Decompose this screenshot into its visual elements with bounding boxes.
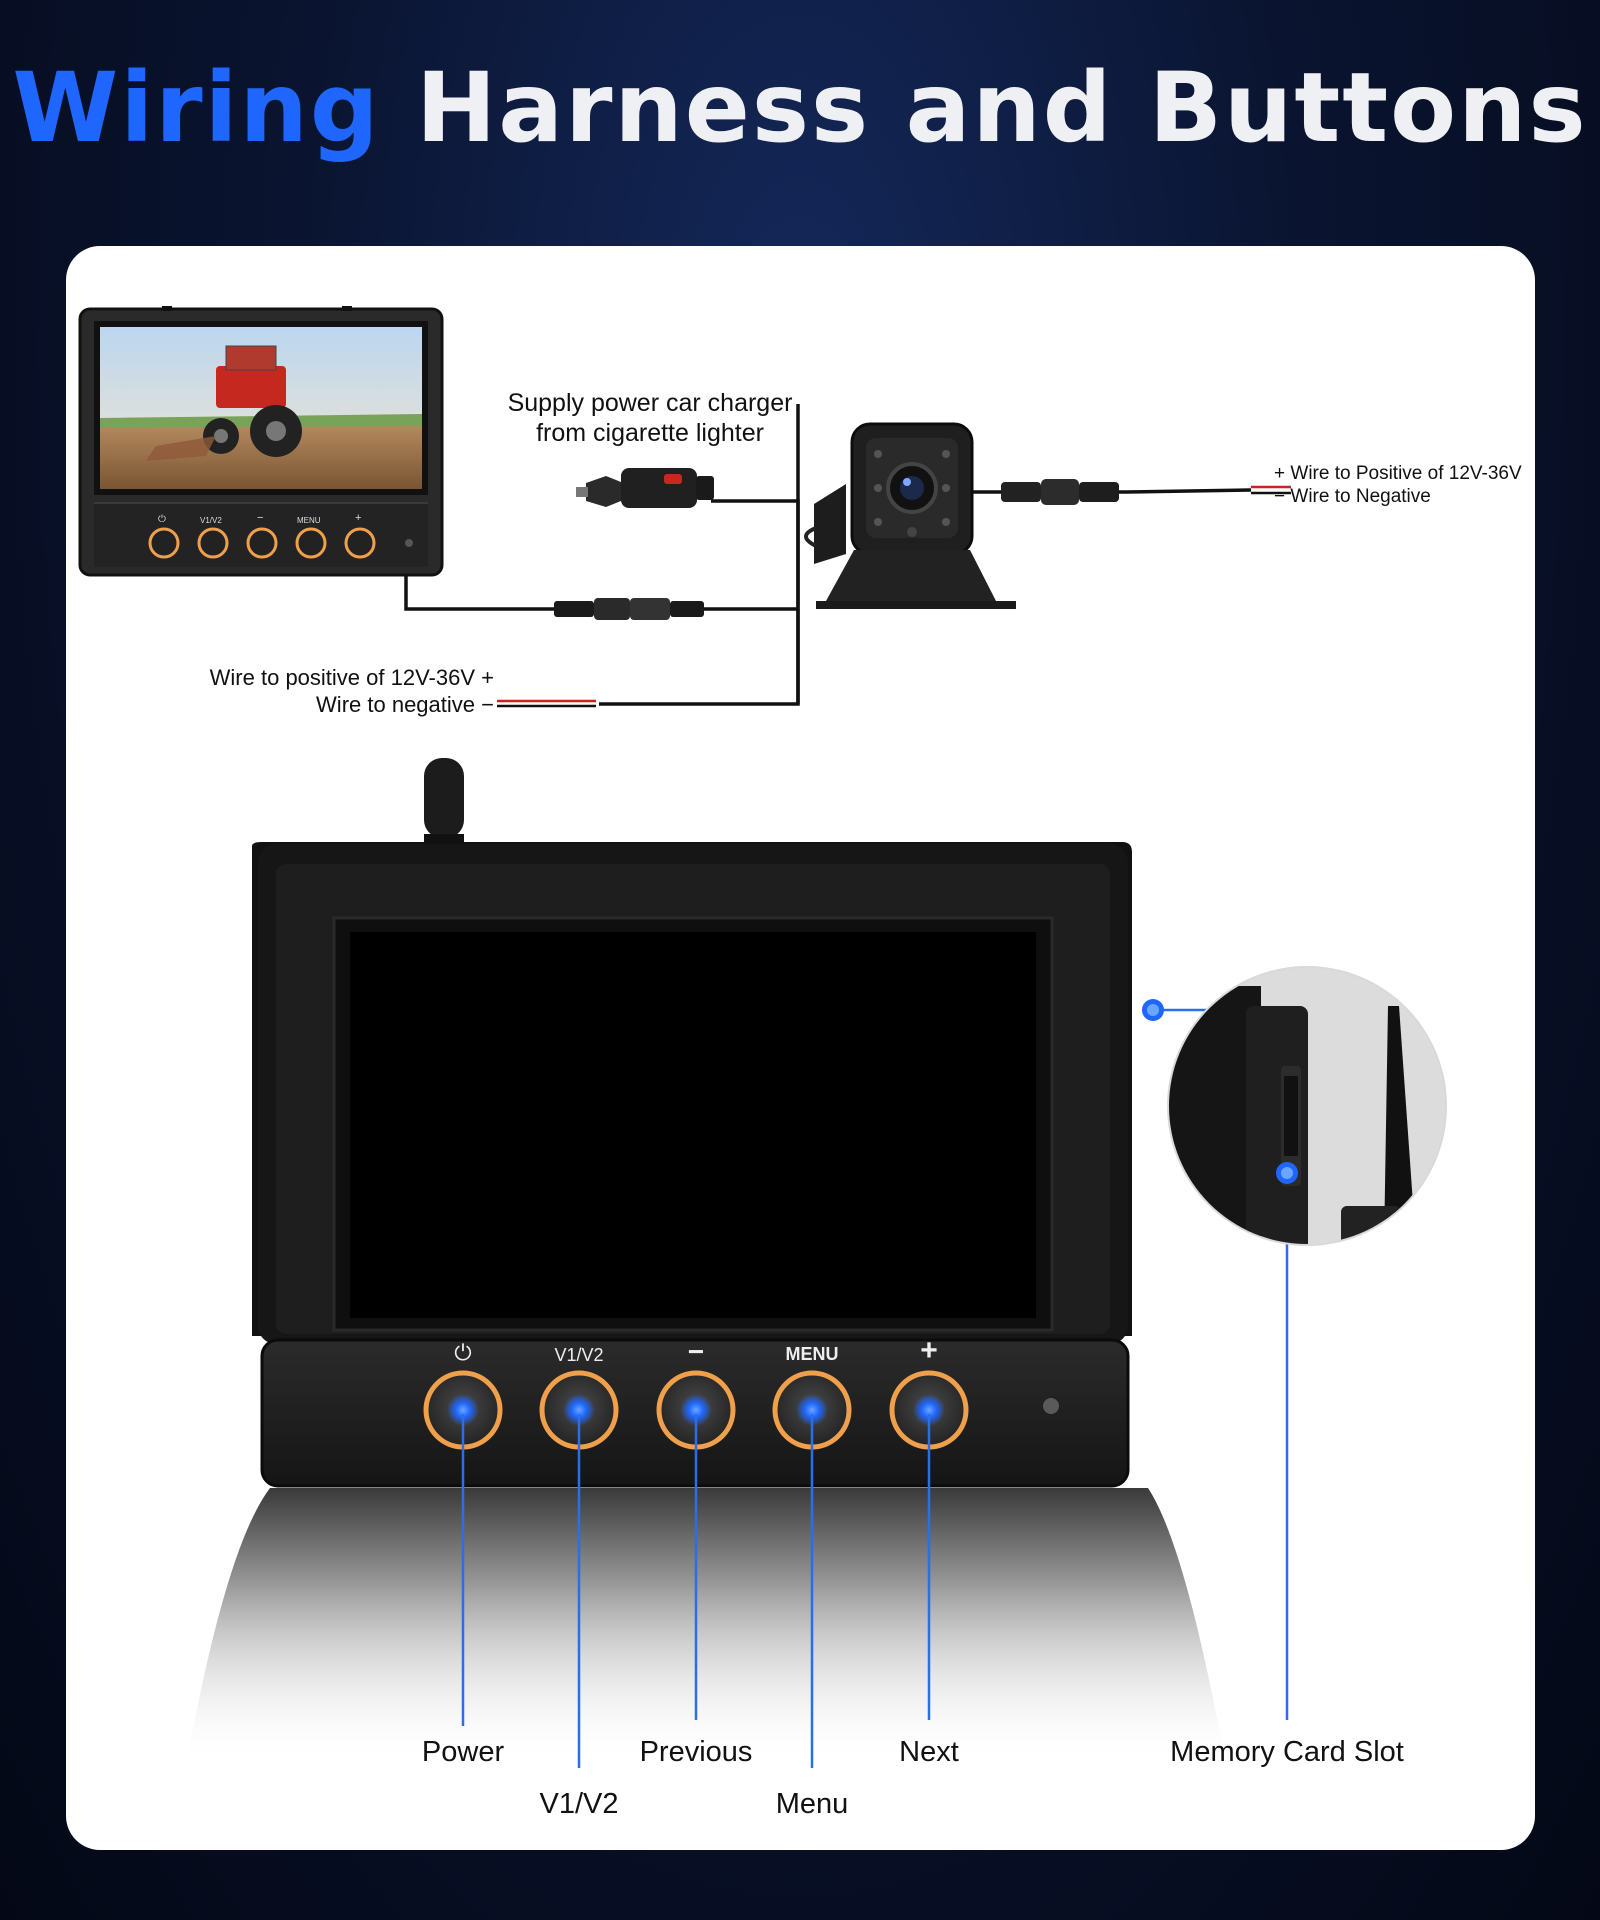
callout-menu: Menu [775, 1788, 849, 1820]
plus-sign: + [1274, 463, 1286, 484]
memory-card-inset [1142, 966, 1447, 1246]
diagram-graphics [78, 306, 1447, 1768]
button-mark-plus: + [920, 1334, 938, 1367]
monitor-positive-label: Wire to positive of 12V-36V [209, 665, 476, 690]
backup-camera [804, 422, 1016, 609]
charger-label-line2: from cigarette lighter [536, 419, 764, 447]
plus-sign: + [481, 665, 494, 690]
button-mark-power: ⏻ [454, 1341, 472, 1366]
inline-connector [554, 598, 704, 620]
monitor-wire-labels: Wire to positive of 12V-36V + Wire to ne… [146, 664, 494, 718]
cigarette-charger [576, 468, 714, 508]
diagram-card: Supply power car charger from cigarette … [66, 246, 1535, 1850]
title-rest: Harness and Buttons [380, 52, 1588, 164]
minus-sign: − [1274, 486, 1286, 507]
small-button-mark-v1v2: V1/V2 [200, 516, 222, 525]
callout-lines [461, 1008, 1289, 1768]
camera-positive-label: Wire to Positive of 12V-36V [1290, 463, 1522, 484]
button-mark-minus: − [687, 1336, 705, 1367]
minus-sign: − [481, 692, 494, 717]
callout-next: Next [899, 1736, 959, 1768]
small-button-mark-menu: MENU [297, 516, 321, 525]
monitor-negative-label: Wire to negative [316, 692, 476, 717]
callout-v1v2: V1/V2 [539, 1788, 619, 1820]
monitor-image [186, 758, 1226, 1766]
camera-wire-labels: + Wire to Positive of 12V-36V − Wire to … [1274, 462, 1522, 508]
small-button-mark-power: ⏻ [158, 514, 166, 525]
callout-memory-card-slot: Memory Card Slot [1170, 1736, 1404, 1768]
charger-label-line1: Supply power car charger [507, 389, 793, 417]
callout-previous: Previous [639, 1736, 753, 1768]
wiring-lines [404, 404, 800, 706]
page-title: Wiring Harness and Buttons [0, 60, 1600, 156]
button-mark-v1v2: V1/V2 [554, 1345, 604, 1365]
small-button-mark-minus: − [257, 512, 264, 524]
small-monitor-image [78, 306, 444, 577]
camera-connector [1001, 479, 1119, 505]
small-button-mark-plus: + [355, 512, 362, 524]
callout-power: Power [421, 1736, 505, 1768]
camera-negative-label: Wire to Negative [1290, 486, 1431, 507]
charger-label: Supply power car charger from cigarette … [500, 388, 800, 448]
button-mark-menu: MENU [785, 1344, 839, 1364]
title-accent: Wiring [12, 52, 381, 164]
